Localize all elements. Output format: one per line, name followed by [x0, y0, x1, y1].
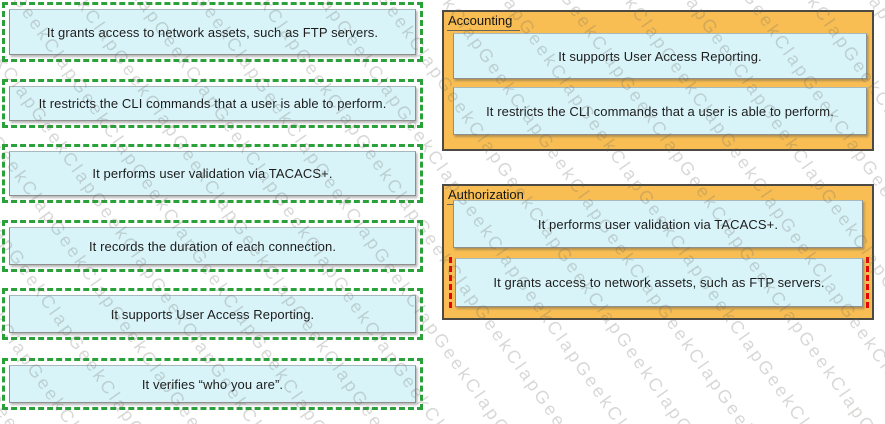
dropped-item-label: It restricts the CLI commands that a use…: [486, 103, 834, 119]
drag-item-verifies-identity[interactable]: It verifies “who you are”.: [2, 358, 423, 410]
drag-item-card[interactable]: It supports User Access Reporting.: [9, 295, 416, 333]
drag-item-card[interactable]: It restricts the CLI commands that a use…: [9, 86, 416, 121]
dropped-item-cli-restrict[interactable]: It restricts the CLI commands that a use…: [453, 87, 867, 135]
drag-item-label: It restricts the CLI commands that a use…: [38, 96, 387, 111]
drop-highlight: It grants access to network assets, such…: [449, 257, 869, 308]
dropzone-accounting[interactable]: Accounting It supports User Access Repor…: [442, 10, 874, 151]
drag-item-card[interactable]: It verifies “who you are”.: [9, 365, 416, 403]
drag-item-label: It grants access to network assets, such…: [46, 24, 379, 40]
drag-item-ftp-access[interactable]: It grants access to network assets, such…: [2, 2, 423, 62]
dropped-item-label: It grants access to network assets, such…: [493, 275, 825, 290]
dropped-item-access-reporting[interactable]: It supports User Access Reporting.: [453, 33, 867, 79]
drag-item-card[interactable]: It performs user validation via TACACS+.: [9, 151, 416, 196]
drag-item-card[interactable]: It records the duration of each connecti…: [9, 227, 416, 265]
drag-item-label: It verifies “who you are”.: [141, 376, 284, 392]
dropped-item-card[interactable]: It supports User Access Reporting.: [453, 33, 867, 79]
dropped-item-label: It supports User Access Reporting.: [558, 48, 762, 64]
dropped-item-tacacs-validation[interactable]: It performs user validation via TACACS+.: [453, 200, 863, 248]
drag-item-label: It records the duration of each connecti…: [88, 238, 337, 254]
dropped-item-ftp-access[interactable]: It grants access to network assets, such…: [455, 258, 863, 307]
dropzone-authorization[interactable]: Authorization It performs user validatio…: [442, 184, 874, 320]
drag-item-connection-duration[interactable]: It records the duration of each connecti…: [2, 220, 423, 272]
drag-item-card[interactable]: It grants access to network assets, such…: [9, 9, 416, 55]
drag-item-label: It performs user validation via TACACS+.: [92, 166, 333, 181]
dropped-item-card[interactable]: It restricts the CLI commands that a use…: [453, 87, 867, 135]
dropped-item-label: It performs user validation via TACACS+.: [537, 216, 779, 232]
drag-item-tacacs-validation[interactable]: It performs user validation via TACACS+.: [2, 144, 423, 203]
drag-item-cli-restrict[interactable]: It restricts the CLI commands that a use…: [2, 79, 423, 128]
dropzone-accounting-label: Accounting: [447, 13, 521, 31]
dropped-item-card[interactable]: It performs user validation via TACACS+.: [453, 200, 863, 248]
drag-item-access-reporting[interactable]: It supports User Access Reporting.: [2, 288, 423, 340]
drag-item-label: It supports User Access Reporting.: [110, 306, 315, 322]
